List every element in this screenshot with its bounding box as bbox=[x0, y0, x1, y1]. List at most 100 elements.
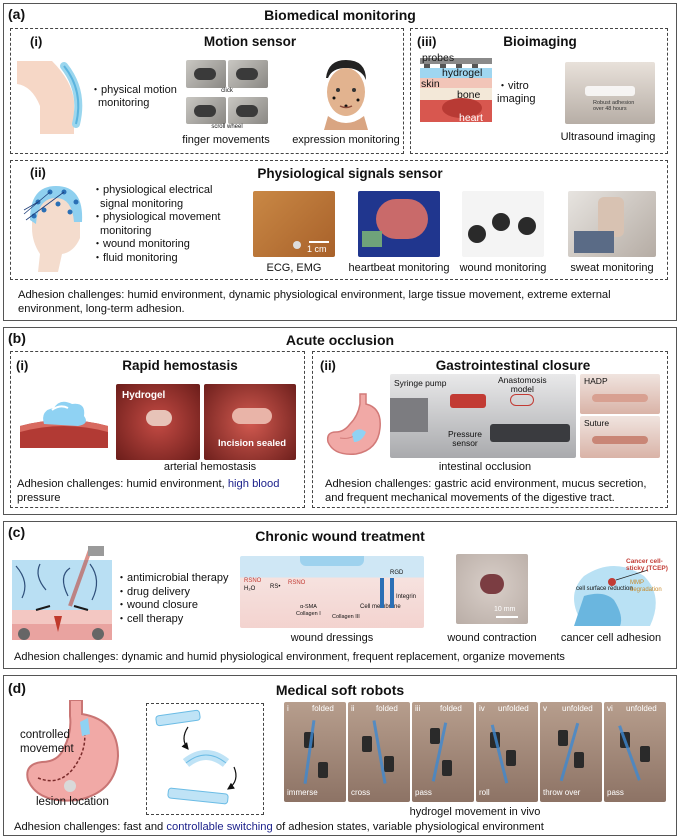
pressure-sensor-label: Pressure sensor bbox=[448, 430, 482, 448]
signals-bullets: physiological electrical signal monitori… bbox=[92, 184, 220, 265]
wound-monitoring-photo bbox=[462, 191, 544, 257]
frame-6-num: vi bbox=[607, 704, 613, 713]
wound-treatment-bullets: antimicrobial therapy drug delivery woun… bbox=[116, 572, 229, 626]
robot-frame-2: ii folded cross bbox=[348, 702, 410, 802]
bioimaging-diagram bbox=[420, 58, 492, 122]
frame-3-num: iii bbox=[415, 704, 421, 713]
panel-c-label: (c) bbox=[8, 524, 26, 540]
gi-challenges-1: Adhesion challenges: gastric acid enviro… bbox=[325, 478, 647, 490]
pressure-line1: Pressure bbox=[448, 429, 483, 439]
hemostasis-photo-2: Incision sealed bbox=[204, 384, 296, 460]
syringe-pump-label: Syringe pump bbox=[394, 378, 447, 388]
suture-label: Suture bbox=[584, 418, 610, 428]
frame-4-action: roll bbox=[479, 788, 490, 797]
finger-photo-3 bbox=[186, 97, 226, 124]
sweat-photo bbox=[568, 191, 656, 257]
expression-caption: expression monitoring bbox=[292, 134, 400, 146]
gi-challenges: Adhesion challenges: gastric acid enviro… bbox=[325, 477, 670, 505]
face-photo bbox=[318, 56, 374, 130]
signals-label: (ii) bbox=[30, 165, 46, 180]
hemostasis-label: (i) bbox=[16, 358, 29, 373]
h2o-label: H₂O bbox=[244, 586, 256, 592]
frame-5-state: unfolded bbox=[562, 704, 593, 713]
robot-frame-1: i folded immerse bbox=[284, 702, 346, 802]
cancer-cell-caption: cancer cell adhesion bbox=[560, 632, 662, 644]
panel-c bbox=[3, 521, 677, 669]
frame-1-state: folded bbox=[312, 704, 334, 713]
controlled-line2: movement bbox=[20, 743, 74, 755]
wound-dressing-diagram: RSNO H₂O RS• RSNO RGD Integrin Cell memb… bbox=[240, 556, 424, 628]
panel-d-title: Medical soft robots bbox=[275, 682, 405, 698]
hemostasis-challenges-1: Adhesion challenges: humid environment, bbox=[17, 478, 228, 490]
cancer-sticky-line1: Cancer cell- bbox=[626, 558, 663, 565]
collagen1-label: Collagen I bbox=[296, 611, 321, 617]
hydrogel-tag: Hydrogel bbox=[122, 390, 166, 401]
wound-treatment-diagram bbox=[12, 546, 112, 640]
vitro-bullet: ・vitro imaging bbox=[497, 80, 536, 106]
mmp-line2: degradation bbox=[630, 587, 662, 593]
controlled-line1: controlled bbox=[20, 729, 70, 741]
hemostasis-caption: arterial hemostasis bbox=[163, 461, 257, 473]
hemostasis-photo-1: Hydrogel bbox=[116, 384, 200, 460]
panel-b-title: Acute occlusion bbox=[285, 332, 395, 348]
hydrogel-label: hydrogel bbox=[442, 67, 483, 79]
motion-bullet: ・physical motion monitoring bbox=[90, 84, 177, 110]
signals-bullet-3: wound monitoring bbox=[92, 238, 220, 252]
motion-sensor-title: Motion sensor bbox=[203, 34, 297, 49]
cancer-cell-diagram bbox=[574, 566, 656, 626]
stomach-illustration bbox=[326, 393, 381, 455]
panel-d-challenges-1: Adhesion challenges: fast and bbox=[14, 821, 167, 833]
panel-a bbox=[3, 3, 677, 321]
motion-sensor-box bbox=[10, 28, 404, 154]
collagen3-label: Collagen III bbox=[332, 614, 360, 620]
hemostasis-box bbox=[10, 351, 305, 508]
frame-6-action: pass bbox=[607, 788, 624, 797]
anastomosis-line1: Anastomosis bbox=[498, 375, 547, 385]
folding-box bbox=[146, 703, 264, 815]
knee-illustration bbox=[17, 61, 83, 134]
panel-c-challenges: Adhesion challenges: dynamic and humid p… bbox=[14, 651, 565, 663]
finger-photo-4 bbox=[228, 97, 268, 124]
panel-d-challenges-2: of adhesion states, variable physiologic… bbox=[272, 821, 544, 833]
cancer-sticky-line2: sticky (TCEP) bbox=[626, 565, 668, 572]
pressure-line2: sensor bbox=[452, 438, 478, 448]
lesion-location-label: lesion location bbox=[36, 796, 109, 808]
signals-bullet-2b: monitoring bbox=[100, 224, 152, 237]
skin-label: skin bbox=[421, 78, 440, 90]
vitro-line1: ・vitro bbox=[497, 80, 529, 92]
folding-diagram bbox=[155, 709, 237, 805]
signals-bullet-1b: signal monitoring bbox=[100, 197, 184, 210]
gi-box bbox=[312, 351, 668, 508]
frame-3-action: pass bbox=[415, 788, 432, 797]
panel-a-label: (a) bbox=[8, 6, 26, 22]
frame-1-num: i bbox=[287, 704, 289, 713]
integrin-label: Integrin bbox=[396, 594, 417, 600]
bioimaging-box bbox=[410, 28, 668, 154]
suture-photo: Suture bbox=[580, 416, 660, 458]
robust-line1: Robust adhesion bbox=[593, 100, 635, 106]
ecg-caption: ECG, EMG bbox=[266, 262, 322, 274]
signals-box bbox=[10, 160, 668, 280]
robot-frame-3: iii folded pass bbox=[412, 702, 474, 802]
anastomosis-line2: model bbox=[510, 384, 534, 394]
gi-setup-photo: Syringe pump Anastomosis model Pressure … bbox=[390, 374, 576, 458]
frame-3-state: folded bbox=[440, 704, 462, 713]
signals-bullet-4: fluid monitoring bbox=[92, 252, 220, 266]
frame-2-num: ii bbox=[351, 704, 355, 713]
cancer-sticky-label: Cancer cell- sticky (TCEP) bbox=[626, 558, 668, 572]
sweat-caption: sweat monitoring bbox=[570, 262, 654, 274]
finger-caption: finger movements bbox=[182, 134, 270, 146]
ecg-scale: 1 cm bbox=[307, 244, 327, 254]
panel-b bbox=[3, 327, 677, 515]
wound-bullet-1: antimicrobial therapy bbox=[116, 572, 229, 586]
frame-4-num: iv bbox=[479, 704, 485, 713]
cell-surface-label: cell surface reduction bbox=[576, 586, 633, 592]
robot-frame-5: v unfolded throw over bbox=[540, 702, 602, 802]
wound-bullet-3: wound closure bbox=[116, 599, 229, 613]
gi-label: (ii) bbox=[320, 358, 336, 373]
panel-d-challenges-hl: controllable switching bbox=[166, 821, 273, 833]
mmp-label: MMP degradation bbox=[630, 580, 662, 594]
hemostasis-challenges-hl: high blood bbox=[227, 478, 280, 490]
hemostasis-illustration bbox=[20, 401, 108, 448]
gi-challenges-2: and frequent mechanical movements of the… bbox=[325, 492, 615, 504]
